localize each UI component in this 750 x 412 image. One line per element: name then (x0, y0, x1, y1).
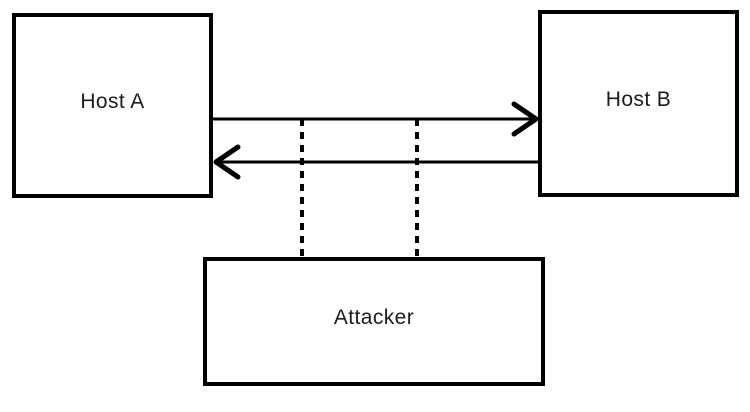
arrow-a-to-b-head-icon (511, 101, 539, 137)
node-attacker-label: Attacker (333, 305, 415, 329)
node-attacker: Attacker (203, 257, 545, 386)
arrow-b-to-a-head-icon (213, 144, 241, 180)
node-host-b: Host B (538, 10, 739, 197)
node-host-a: Host A (12, 13, 213, 198)
node-host-b-label: Host B (605, 87, 672, 111)
node-host-a-label: Host A (80, 89, 145, 113)
